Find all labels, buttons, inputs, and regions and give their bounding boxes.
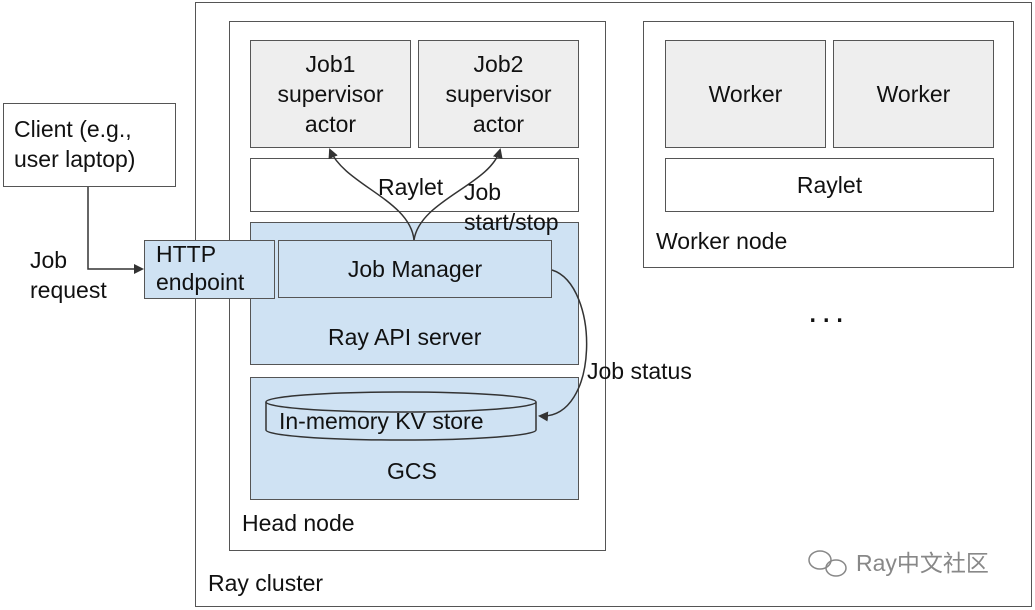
more-nodes-ellipsis: ... <box>808 292 849 330</box>
ray-cluster-label: Ray cluster <box>208 570 324 596</box>
gcs-label: GCS <box>387 458 437 484</box>
head-node-label: Head node <box>242 510 355 536</box>
worker-box-1: Worker <box>665 40 826 148</box>
job-start-stop-label: Job start/stop <box>464 179 559 235</box>
worker-raylet-box: Raylet <box>665 158 994 212</box>
head-raylet-label: Raylet <box>378 174 444 200</box>
job2-supervisor-actor: Job2 supervisor actor <box>418 40 579 148</box>
client-box: Client (e.g., user laptop) <box>3 103 176 187</box>
watermark-text: Ray中文社区 <box>856 550 989 576</box>
job-request-label: Job request <box>30 247 107 303</box>
worker-node-label: Worker node <box>656 228 788 254</box>
job-status-label: Job status <box>587 358 692 384</box>
worker-raylet-label: Raylet <box>796 172 863 198</box>
job-manager-box: Job Manager <box>278 240 552 298</box>
kv-store-label: In-memory KV store <box>279 408 484 434</box>
worker-label-2: Worker <box>876 81 951 107</box>
job1-supervisor-actor: Job1 supervisor actor <box>250 40 411 148</box>
ray-api-server-label: Ray API server <box>328 324 482 350</box>
http-endpoint-label: HTTP endpoint <box>156 241 245 295</box>
worker-label-1: Worker <box>708 81 783 107</box>
http-endpoint-box: HTTP endpoint <box>144 240 275 299</box>
job1-supervisor-actor-label: Job1 supervisor actor <box>277 51 384 137</box>
job-manager-label: Job Manager <box>347 256 483 282</box>
client-label: Client (e.g., user laptop) <box>14 116 136 172</box>
worker-box-2: Worker <box>833 40 994 148</box>
job2-supervisor-actor-label: Job2 supervisor actor <box>445 51 552 137</box>
